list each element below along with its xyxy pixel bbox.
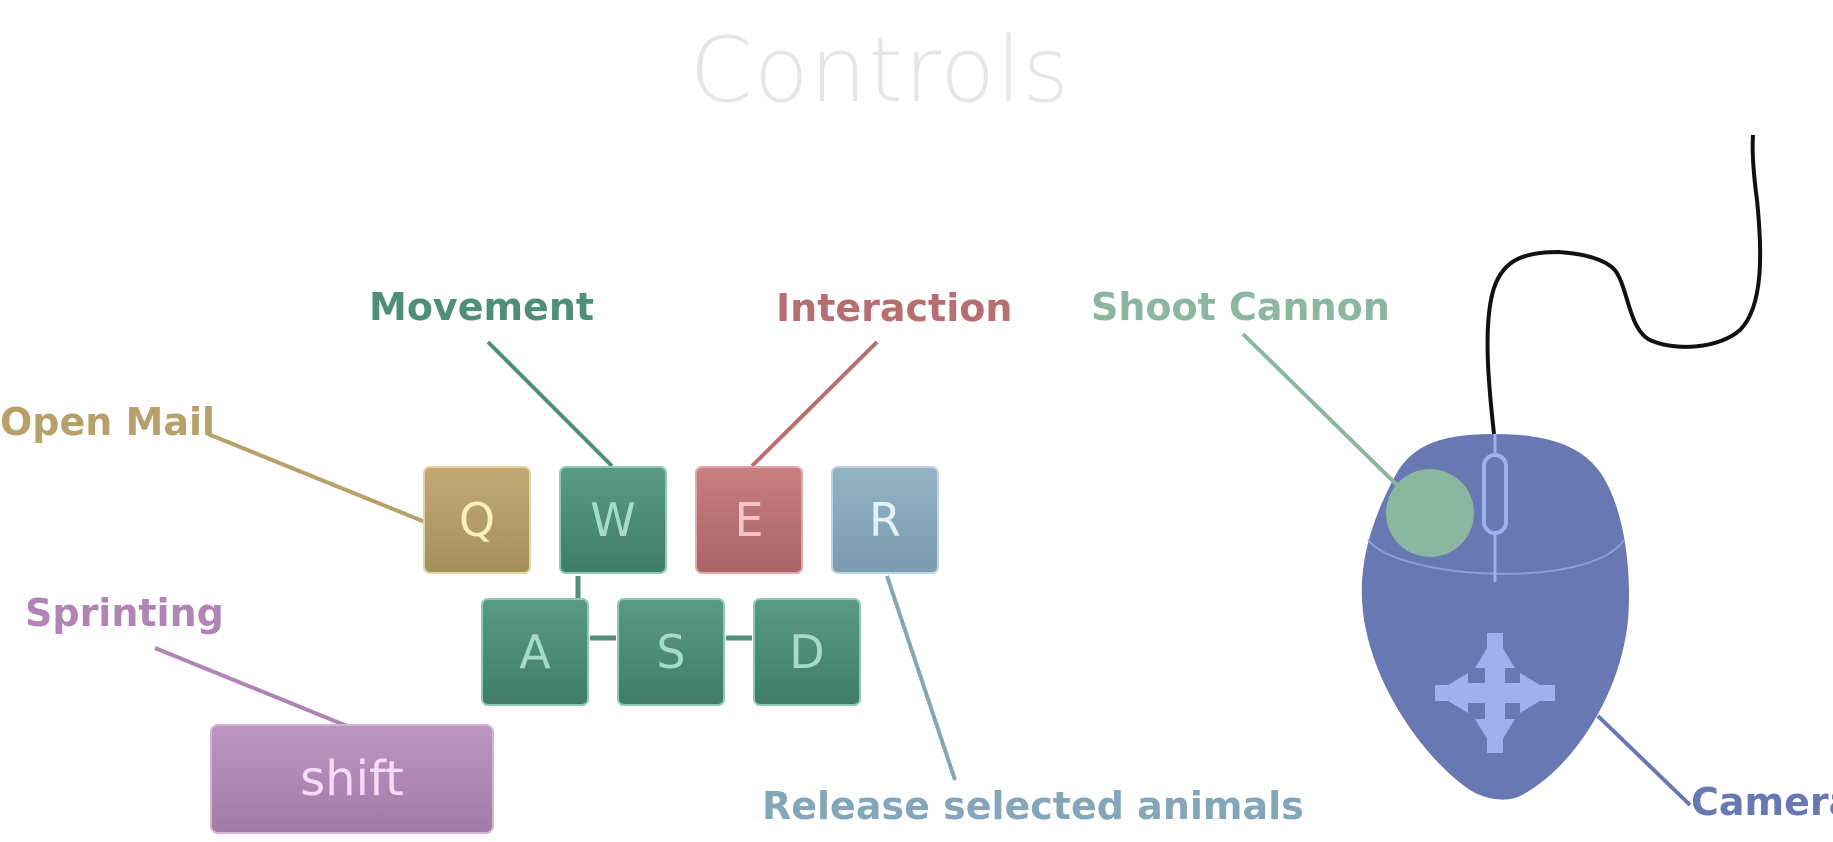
four-way-arrow-icon	[1435, 633, 1555, 753]
open-mail-connector	[207, 432, 426, 524]
key-shift[interactable]: shift	[210, 724, 494, 834]
movement-label: Movement	[369, 285, 595, 329]
shoot-cannon-connector	[1241, 332, 1402, 490]
key-s[interactable]: S	[617, 598, 725, 706]
sprinting-connector	[154, 646, 353, 730]
release-connector	[885, 575, 957, 781]
camera-label: Camera	[1691, 780, 1833, 824]
key-a[interactable]: A	[481, 598, 589, 706]
key-e[interactable]: E	[695, 466, 803, 574]
camera-connector	[1596, 714, 1692, 807]
interaction-label: Interaction	[776, 286, 1013, 330]
left-mouse-button	[1386, 469, 1474, 557]
page-title: Controls	[689, 18, 1071, 123]
key-r[interactable]: R	[831, 466, 939, 574]
sprinting-label: Sprinting	[25, 591, 224, 635]
shoot-cannon-label: Shoot Cannon	[1091, 285, 1390, 329]
mouse-cable	[1485, 134, 1763, 435]
key-d[interactable]: D	[753, 598, 861, 706]
key-q[interactable]: Q	[423, 466, 531, 574]
interaction-connector	[750, 340, 879, 468]
movement-connector	[486, 340, 614, 468]
key-w[interactable]: W	[559, 466, 667, 574]
release-selected-animals-label: Release selected animals	[762, 784, 1304, 828]
open-mail-label: Open Mail	[0, 400, 216, 444]
